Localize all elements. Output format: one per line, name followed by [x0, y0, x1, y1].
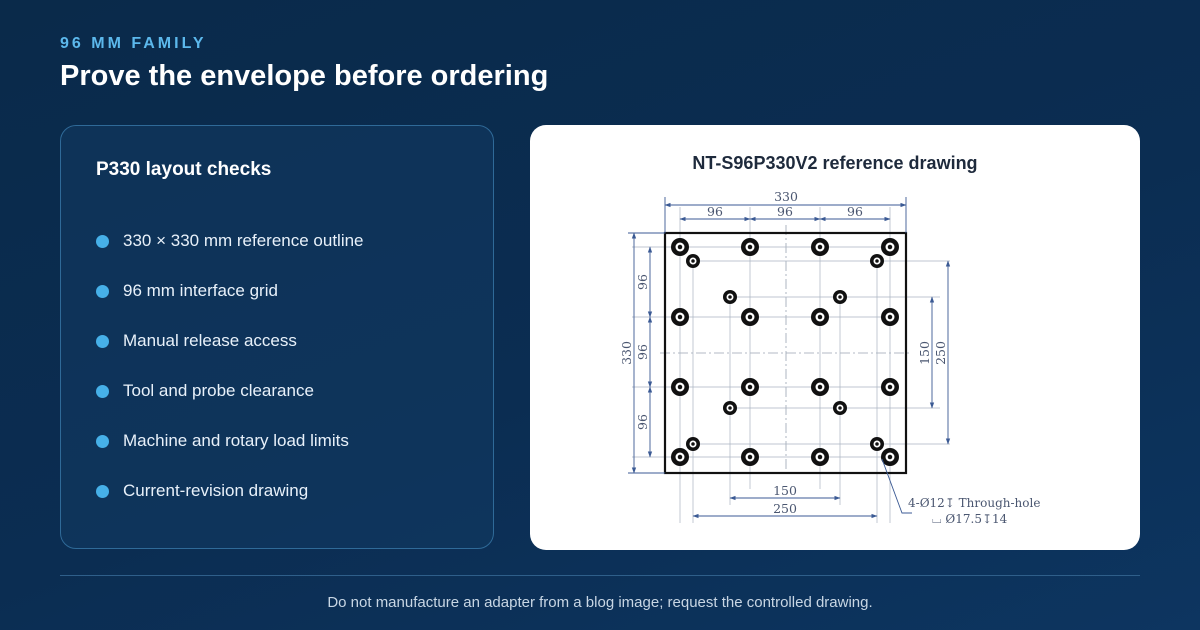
top-overall-label: 330	[774, 189, 798, 204]
mounting-hole-icon	[833, 401, 847, 415]
mounting-hole-icon	[881, 378, 899, 396]
list-item: 96 mm interface grid	[96, 266, 364, 316]
eyebrow: 96 MM FAMILY	[60, 35, 207, 52]
mounting-hole-icon	[671, 378, 689, 396]
mounting-hole-icon	[723, 290, 737, 304]
mounting-hole-icon	[671, 448, 689, 466]
bullet-dot-icon	[96, 284, 109, 298]
mounting-hole-icon	[881, 448, 899, 466]
mounting-hole-icon	[741, 448, 759, 466]
mounting-hole-icon	[811, 308, 829, 326]
plate-outline	[663, 231, 908, 475]
mounting-hole-icon	[811, 448, 829, 466]
hole-note-line-2: ⌴ Ø17.5↧14	[932, 512, 1008, 526]
left-pitch-label-3: 96	[635, 414, 650, 430]
mounting-hole-icon	[881, 238, 899, 256]
bullet-dot-icon	[96, 334, 109, 348]
drawing-title: NT-S96P330V2 reference drawing	[692, 153, 978, 173]
checks-card-title: P330 layout checks	[96, 159, 272, 180]
mounting-hole-icon	[741, 238, 759, 256]
mounting-hole-icon	[833, 290, 847, 304]
drawing-card: NT-S96P330V2 reference drawing	[530, 125, 1140, 550]
dimension-labels: 330 96 96 96 330 96 96 96 150 250 150 25…	[619, 189, 1040, 526]
left-pitch-label-2: 96	[635, 344, 650, 360]
left-pitch-label-1: 96	[635, 274, 650, 290]
bottom-outer-label: 250	[773, 501, 797, 516]
mounting-hole-icon	[671, 238, 689, 256]
bullet-dot-icon	[96, 484, 109, 498]
left-overall-label: 330	[619, 341, 634, 365]
bullet-dot-icon	[96, 434, 109, 448]
list-item: 330 × 330 mm reference outline	[96, 216, 364, 266]
mounting-hole-icon	[870, 437, 884, 451]
mounting-hole-icon	[811, 238, 829, 256]
list-item: Current-revision drawing	[96, 466, 364, 516]
dimension-lines	[628, 197, 951, 519]
right-inner-label: 150	[917, 341, 932, 365]
mounting-hole-icon	[741, 308, 759, 326]
mounting-holes	[671, 238, 899, 466]
mounting-hole-icon	[686, 254, 700, 268]
list-item-label: Current-revision drawing	[123, 481, 309, 500]
list-item-label: Machine and rotary load limits	[123, 431, 349, 450]
checks-card: P330 layout checks 330 × 330 mm referenc…	[60, 125, 494, 549]
mounting-hole-icon	[811, 378, 829, 396]
centerlines	[660, 225, 912, 477]
reference-drawing: 330 96 96 96 330 96 96 96 150 250 150 25…	[619, 189, 1040, 526]
right-outer-label: 250	[933, 341, 948, 365]
list-item: Manual release access	[96, 316, 364, 366]
list-item: Machine and rotary load limits	[96, 416, 364, 466]
bullet-dot-icon	[96, 384, 109, 398]
footer-note: Do not manufacture an adapter from a blo…	[327, 594, 873, 611]
mounting-hole-icon	[741, 378, 759, 396]
footer-divider	[60, 575, 1140, 576]
mounting-hole-icon	[671, 308, 689, 326]
bullet-dot-icon	[96, 234, 109, 248]
top-pitch-label-2: 96	[777, 204, 793, 219]
top-pitch-label-1: 96	[707, 204, 723, 219]
hole-note-line-1: 4-Ø12↧ Through-hole	[908, 496, 1040, 510]
top-pitch-label-3: 96	[847, 204, 863, 219]
list-item-label: Tool and probe clearance	[123, 381, 314, 400]
mounting-hole-icon	[723, 401, 737, 415]
mounting-hole-icon	[881, 308, 899, 326]
list-item-label: 330 × 330 mm reference outline	[123, 231, 364, 250]
mounting-hole-icon	[686, 437, 700, 451]
page-title: Prove the envelope before ordering	[60, 60, 549, 92]
checklist: 330 × 330 mm reference outline 96 mm int…	[96, 216, 364, 516]
mounting-hole-icon	[870, 254, 884, 268]
list-item: Tool and probe clearance	[96, 366, 364, 416]
list-item-label: 96 mm interface grid	[123, 281, 278, 300]
list-item-label: Manual release access	[123, 331, 297, 350]
bottom-inner-label: 150	[773, 483, 797, 498]
